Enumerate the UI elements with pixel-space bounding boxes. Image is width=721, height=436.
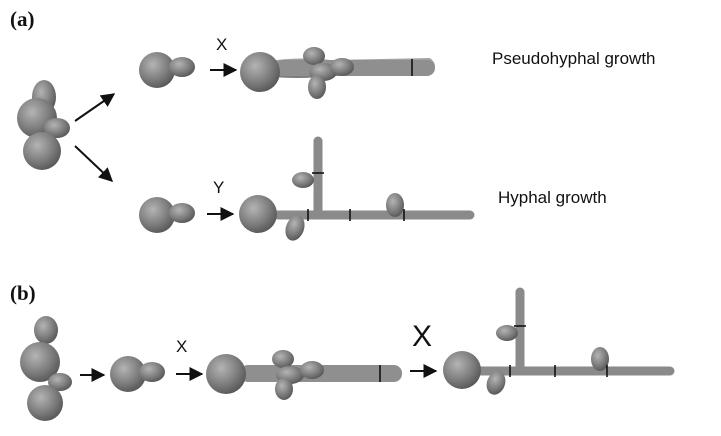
panel-b-step-1: X [176, 337, 187, 356]
branch-arrow-down [74, 145, 114, 182]
panel-a-start-cluster [17, 80, 70, 170]
panel-a-top-budding-cell [139, 52, 195, 88]
panel-a-step-x: X [216, 35, 227, 54]
pseudohyphal-growth-label: Pseudohyphal growth [492, 49, 656, 68]
hyphal-structure-a [239, 136, 475, 241]
hyphal-structure-b [443, 287, 675, 395]
panel-a-bottom-budding-cell [139, 197, 195, 233]
panel-b-pseudohyphal-chain [206, 350, 402, 400]
panel-b-step-2: X [412, 320, 432, 353]
panel-b-label: (b) [10, 281, 36, 305]
panel-b-budding-cell [110, 356, 165, 392]
panel-b-start-cluster [20, 316, 72, 421]
pseudohyphal-chain [240, 47, 435, 99]
panel-a-step-y: Y [213, 178, 224, 197]
branch-arrow-up [74, 93, 116, 122]
hyphal-growth-label: Hyphal growth [498, 188, 607, 207]
panel-a-label: (a) [10, 7, 35, 31]
